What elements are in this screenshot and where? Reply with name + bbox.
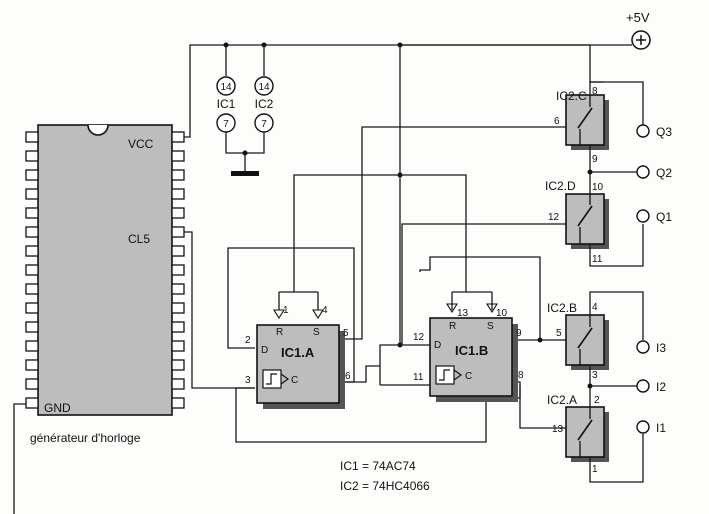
terminal-q1-label: Q1 <box>656 210 672 224</box>
ic2b-num-in: 4 <box>592 302 598 313</box>
logic-wires <box>13 126 566 514</box>
supply-label: +5V <box>626 10 650 25</box>
ic1b-pin-c: C <box>465 371 472 382</box>
ic1a-num-s: 4 <box>322 305 328 316</box>
terminal-q2-label: Q2 <box>656 166 672 180</box>
switch-ic2d: IC2.D 12 10 11 <box>545 179 609 265</box>
ic1b-num-c: 11 <box>413 372 424 383</box>
ic2c-num-in: 8 <box>592 86 598 97</box>
ic2a-num-ctrl: 13 <box>552 424 564 435</box>
ic1b-num-q: 9 <box>516 328 522 339</box>
terminal-i3-label: I3 <box>656 341 666 355</box>
output-wiring: Q3 Q2 Q1 I3 I2 I1 <box>587 81 672 483</box>
terminal-i2-label: I2 <box>656 380 666 394</box>
ic2d-name: IC2.D <box>545 179 576 193</box>
terminal-q1 <box>636 209 650 223</box>
ic2d-num-out: 11 <box>592 254 603 265</box>
ic1a-num-r: 1 <box>283 305 289 316</box>
switch-ic2a: IC2.A 13 2 1 <box>547 393 609 475</box>
ic-power-pins: 14 14 IC1 IC2 7 7 <box>216 45 274 176</box>
ic2c-num-out: 9 <box>592 154 598 165</box>
terminal-q2 <box>636 165 650 179</box>
ic2-vcc-pin: 14 <box>258 82 270 93</box>
clk-pin-label: CL5 <box>128 232 150 246</box>
vcc-pin-label: VCC <box>128 137 154 151</box>
ic2c-name: IC2.C <box>556 89 587 103</box>
ic1-gnd-pin: 7 <box>223 119 229 130</box>
gnd-pin-label: GND <box>44 401 71 415</box>
ic1-vcc-pin: 14 <box>220 82 232 93</box>
switch-ic2c: IC2.C 6 8 9 <box>554 86 609 165</box>
ground-symbol <box>231 171 259 176</box>
ic2-label: IC2 <box>255 97 274 111</box>
terminal-q3 <box>636 124 650 138</box>
ic2b-name: IC2.B <box>547 301 577 315</box>
ic1a-pin-s: S <box>313 327 320 338</box>
terminal-i2 <box>636 379 650 393</box>
ic1b-num-s: 10 <box>496 308 508 319</box>
switch-ic2b: IC2.B 5 4 3 <box>547 301 609 381</box>
generator-caption: générateur d'horloge <box>30 431 141 445</box>
terminal-i1 <box>636 420 650 434</box>
flipflop-ic1b: IC1.B R S D C 13 10 12 11 9 8 <box>413 303 524 402</box>
flipflop-ic1a: IC1.A R S D C 1 4 2 3 5 6 <box>245 305 351 409</box>
ic1b-name: IC1.B <box>455 343 488 358</box>
ic2b-num-out: 3 <box>592 370 598 381</box>
terminal-i3 <box>636 340 650 354</box>
ic1b-num-qn: 8 <box>518 370 524 381</box>
ic2c-num-ctrl: 6 <box>554 116 560 127</box>
ic1b-pin-d: D <box>434 340 441 351</box>
terminal-q3-label: Q3 <box>656 125 672 139</box>
clock-generator-chip: VCC CL5 GND générateur d'horloge <box>25 124 185 445</box>
ic1a-num-q: 5 <box>343 328 349 339</box>
ic1a-pin-d: D <box>261 345 268 356</box>
ic1a-name: IC1.A <box>281 345 315 360</box>
ic1a-num-c: 3 <box>245 375 251 386</box>
ic1a-pin-c: C <box>291 375 298 386</box>
component-legend: IC1 = 74AC74 IC2 = 74HC4066 <box>340 459 430 493</box>
ic1-label: IC1 <box>217 97 236 111</box>
ic2a-num-in: 2 <box>594 395 600 406</box>
ic1a-num-qn: 6 <box>345 371 351 382</box>
ic2d-num-in: 10 <box>592 182 604 193</box>
legend-line-2: IC2 = 74HC4066 <box>340 479 430 493</box>
ic2d-num-ctrl: 12 <box>548 212 560 223</box>
ic2a-name: IC2.A <box>547 393 577 407</box>
ic1b-num-d: 12 <box>413 332 425 343</box>
ic1b-pin-s: S <box>487 321 494 332</box>
ic1a-num-d: 2 <box>245 335 251 346</box>
ic2-gnd-pin: 7 <box>261 119 267 130</box>
ic1a-pin-r: R <box>276 327 283 338</box>
ic2a-num-out: 1 <box>592 464 598 475</box>
ic1b-pin-r: R <box>449 321 456 332</box>
terminal-i1-label: I1 <box>656 421 666 435</box>
legend-line-1: IC1 = 74AC74 <box>340 459 416 473</box>
ic1b-num-r: 13 <box>457 308 469 319</box>
power-rail: +5V <box>184 10 651 348</box>
ic2b-num-ctrl: 5 <box>556 328 562 339</box>
